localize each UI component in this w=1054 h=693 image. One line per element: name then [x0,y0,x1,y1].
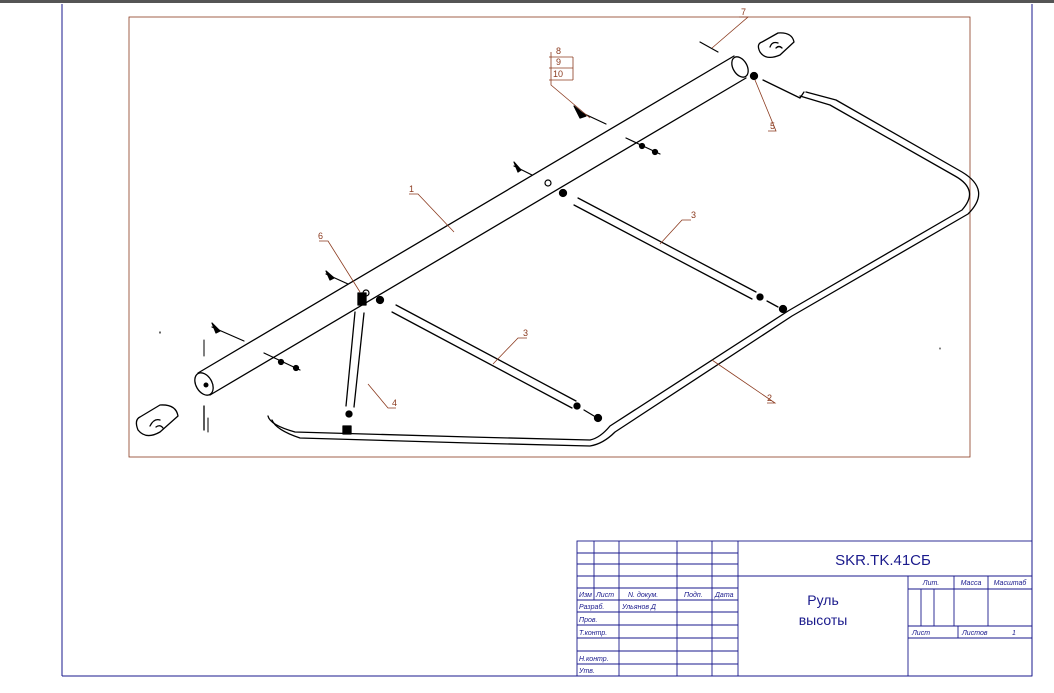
assembly-drawing [135,32,980,447]
callout-5: 5 [770,121,775,131]
assembly-view-border [128,16,971,458]
hdr-date: Дата [714,592,734,599]
bolts [159,41,719,372]
sheet-label: Лист [911,630,930,637]
cross-tube-upper [558,188,788,314]
callout-leaders [319,16,777,409]
lit-label: Лит. [922,580,939,587]
outer-bent-tube [267,91,980,447]
callout-10: 10 [553,69,563,79]
razrab-label: Разраб. [579,603,604,611]
hdr-list: Лист [595,592,614,599]
callout-9: 9 [556,57,561,67]
mass-label: Масса [961,580,982,587]
title-block: SKR.TK.41СБ Руль высоты Лит. Масса Масшт… [576,540,1033,677]
callout-7: 7 [741,7,746,17]
sheets-label: Листов [961,630,988,637]
callout-4: 4 [392,398,397,408]
hdr-doc: N. докум. [628,591,658,599]
callout-3-upper: 3 [691,210,696,220]
end-cap-right [757,32,795,59]
hdr-sign: Подп. [684,591,703,599]
tick-marks [203,339,941,433]
nkontr-label: Н.контр. [579,656,609,663]
top-edge [0,0,1054,3]
callout-3-lower: 3 [523,328,528,338]
cross-tube-lower [375,295,603,423]
drawing-designation: SKR.TK.41СБ [835,552,931,569]
callout-8: 8 [556,46,561,56]
razrab-name: Ульянов Д [621,604,656,611]
utv-label: Утв. [578,668,595,675]
part-name-line2: высоты [799,612,848,628]
sheets-value: 1 [1012,630,1016,637]
callout-6: 6 [318,231,323,241]
rear-bracket [749,71,805,99]
tkontr-label: Т.контр. [579,630,607,637]
callout-1: 1 [409,184,414,194]
strut [342,292,367,435]
main-spar-tube [194,55,749,396]
scale-label: Масштаб [994,579,1028,587]
prov-label: Пров. [579,617,598,624]
callout-2: 2 [767,393,772,403]
end-cap-left [135,404,205,437]
part-name-line1: Руль [807,592,839,608]
hdr-izm: Изм [579,592,592,599]
callout-labels: 1 2 3 3 4 5 6 7 8 9 10 [318,7,775,408]
